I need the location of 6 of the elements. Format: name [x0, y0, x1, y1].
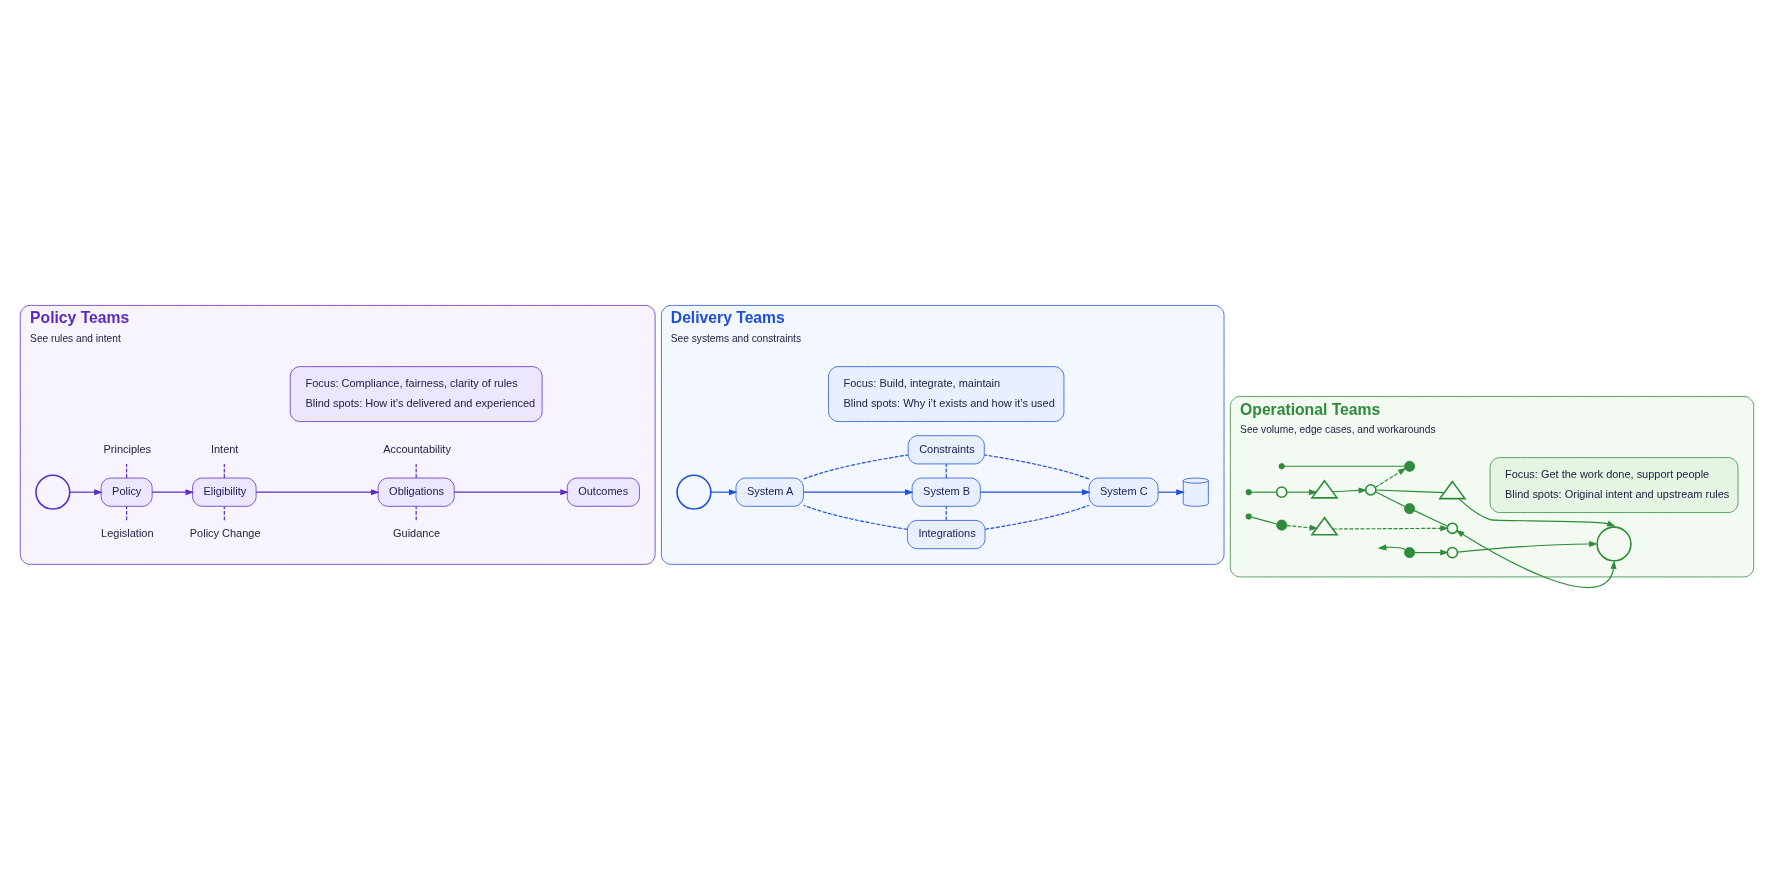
node-text: Intent [210, 442, 239, 455]
node-text: Principles [103, 442, 152, 455]
node-text: Legislation [101, 527, 154, 540]
node-text: Accountability [383, 442, 451, 455]
node-text: Guidance [393, 527, 440, 540]
node-text: Policy Change [189, 527, 261, 540]
